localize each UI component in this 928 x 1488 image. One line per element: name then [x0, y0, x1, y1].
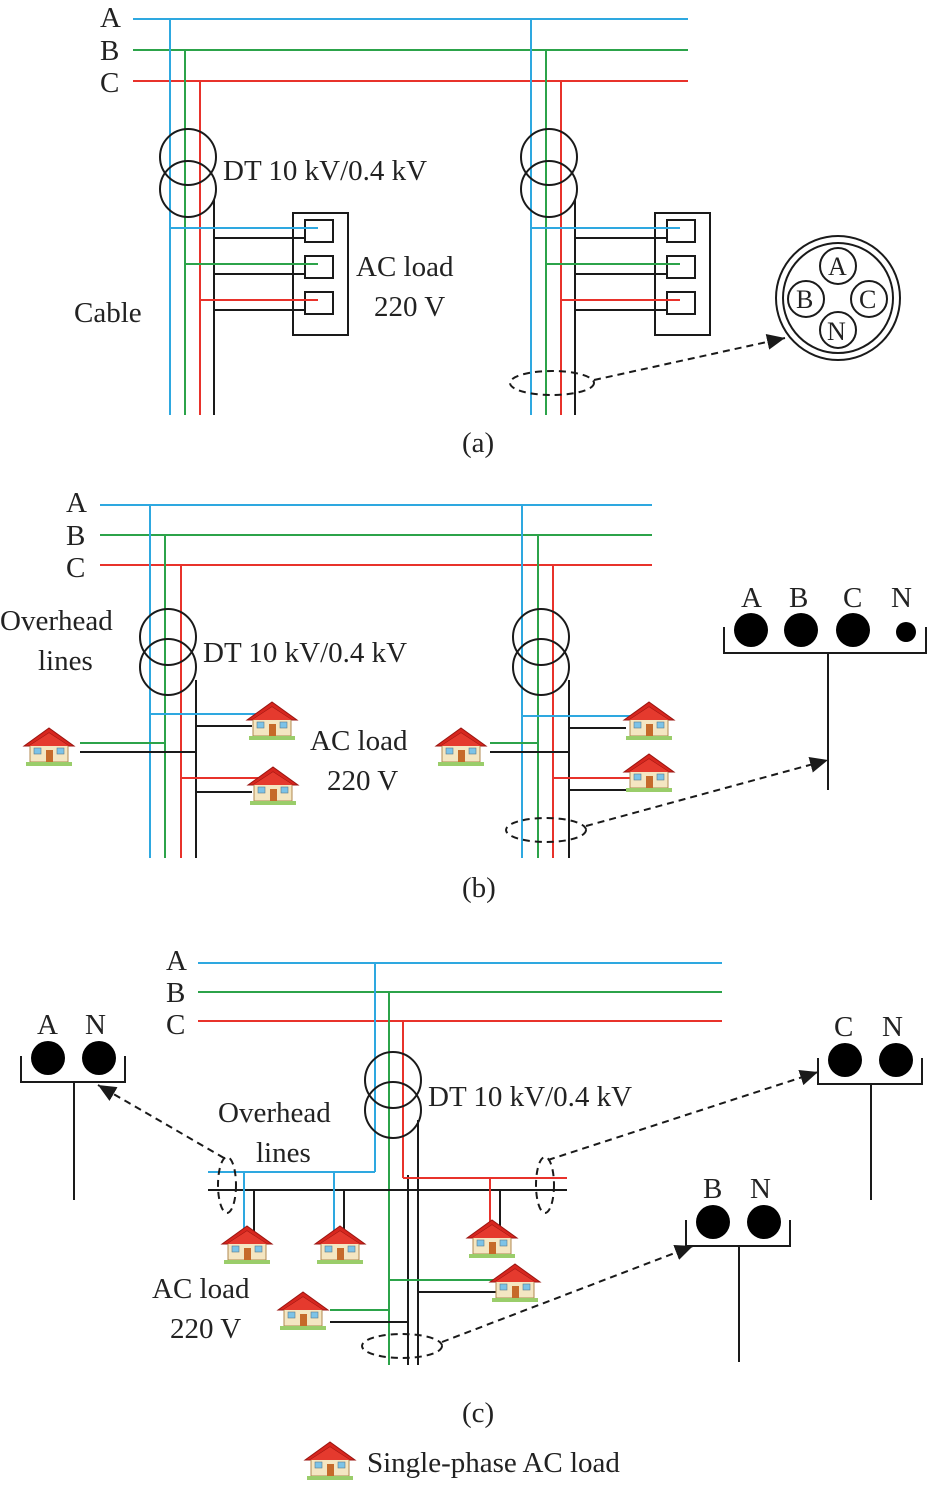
cable-highlight [509, 370, 595, 396]
phase-label-c: C [166, 1009, 185, 1041]
line-highlight [535, 1156, 555, 1214]
phase-label-a: A [66, 487, 87, 519]
conductor-label-n: N [750, 1173, 771, 1205]
load-label-line1: AC load [356, 251, 454, 283]
phase-label-c: C [100, 67, 119, 99]
overhead-label-line1: Overhead [218, 1097, 331, 1129]
conductor-label-a: A [741, 582, 762, 614]
house-icon [277, 1291, 329, 1331]
transformer-icon [139, 638, 197, 696]
house-icon [489, 1263, 541, 1303]
transformer-icon [139, 608, 197, 666]
panel-a: A B C DT 10 kV/0.4 kV AC load 220 V Cabl… [74, 2, 901, 459]
line-highlight [217, 1156, 237, 1214]
phase-label-c: C [66, 552, 85, 584]
house-icon [314, 1225, 366, 1265]
transformer-icon [512, 638, 570, 696]
house-icon [221, 1225, 273, 1265]
overhead-label-line2: lines [38, 645, 93, 677]
conductor-label-n: N [85, 1009, 106, 1041]
conductor-label-a: A [37, 1009, 58, 1041]
conductor-label-b: B [789, 582, 808, 614]
panel-c: A B C DT 10 kV/0.4 kV Overhead lines [20, 945, 923, 1429]
overhead-label-line2: lines [256, 1137, 311, 1169]
cable-label: Cable [74, 297, 142, 329]
cable-core-a: A [828, 252, 847, 281]
transformer-icon [159, 128, 217, 186]
cable-core-c: C [859, 285, 876, 314]
transformer-icon [364, 1081, 422, 1139]
caption-b: (b) [462, 872, 496, 904]
load-label-line2: 220 V [374, 291, 445, 323]
cable-core-b: B [796, 285, 813, 314]
phase-label-a: A [100, 2, 121, 34]
transformer-label: DT 10 kV/0.4 kV [223, 155, 427, 187]
phase-label-a: A [166, 945, 187, 977]
transformer-icon [512, 608, 570, 666]
load-label-line1: AC load [152, 1273, 250, 1305]
pole-crossarm [723, 627, 927, 654]
conductor-label-b: B [703, 1173, 722, 1205]
house-icon [623, 753, 675, 793]
cable-cross-section [775, 235, 901, 361]
transformer-label: DT 10 kV/0.4 kV [428, 1081, 632, 1113]
phase-label-b: B [166, 977, 185, 1009]
house-icon [246, 701, 298, 741]
transformer-icon [520, 160, 578, 218]
line-highlight [361, 1333, 443, 1359]
transformer-icon [520, 128, 578, 186]
house-icon [23, 727, 75, 767]
transformer-icon [159, 160, 217, 218]
line-highlight [505, 817, 587, 843]
phase-label-b: B [66, 520, 85, 552]
caption-a: (a) [462, 427, 494, 459]
overhead-label-line1: Overhead [0, 605, 113, 637]
conductor-label-c: C [834, 1011, 853, 1043]
conductor-label-n: N [891, 582, 912, 614]
load-label-line2: 220 V [327, 765, 398, 797]
house-icon [247, 766, 299, 806]
caption-c: (c) [462, 1397, 494, 1429]
phase-label-b: B [100, 35, 119, 67]
conductor-label-n: N [882, 1011, 903, 1043]
panel-b: A B C DT 10 kV/0.4 kV Overhead lines AC … [0, 487, 927, 904]
legend: Single-phase AC load [304, 1441, 620, 1481]
legend-label: Single-phase AC load [367, 1447, 620, 1479]
load-label-line2: 220 V [170, 1313, 241, 1345]
house-icon [466, 1219, 518, 1259]
transformer-icon [364, 1051, 422, 1109]
house-icon [623, 701, 675, 741]
house-icon [304, 1441, 356, 1481]
conductor-label-c: C [843, 582, 862, 614]
cable-core-n: N [827, 317, 846, 346]
transformer-label: DT 10 kV/0.4 kV [203, 637, 407, 669]
house-icon [435, 727, 487, 767]
load-label-line1: AC load [310, 725, 408, 757]
